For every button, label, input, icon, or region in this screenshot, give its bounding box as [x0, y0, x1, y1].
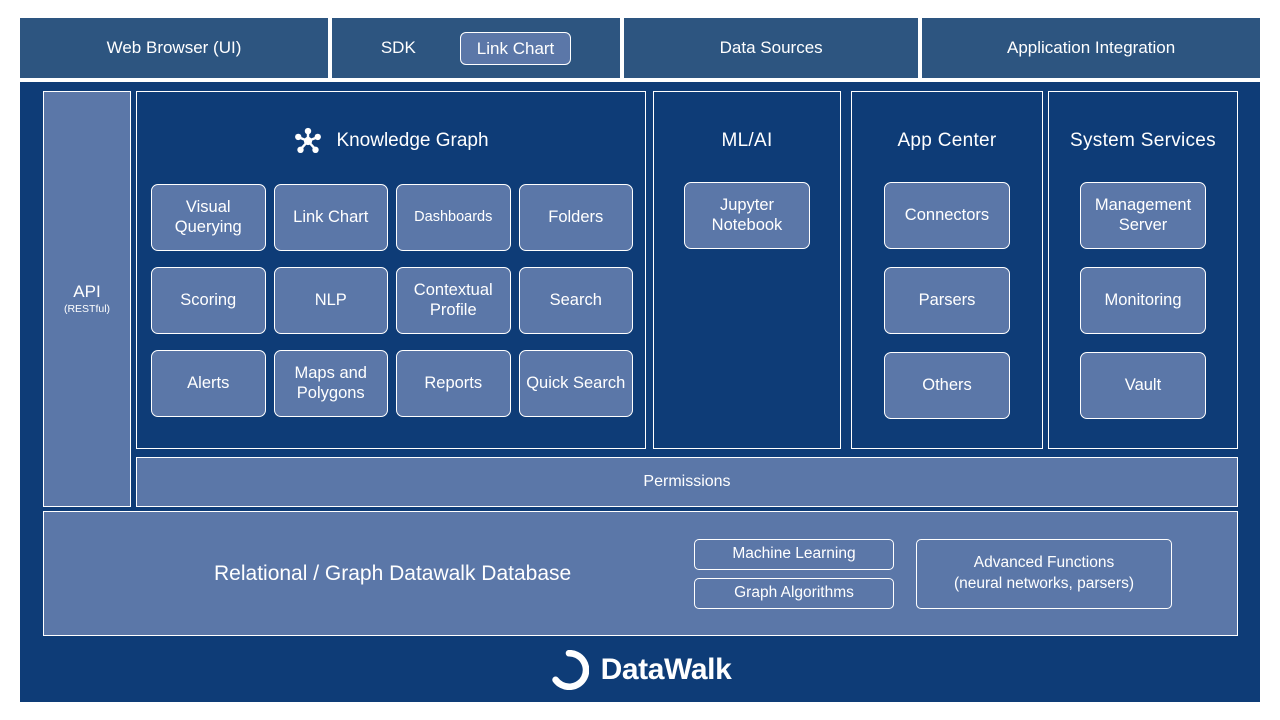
api-subtitle: (RESTful): [63, 303, 111, 316]
kg-tile-alerts[interactable]: Alerts: [151, 350, 266, 417]
app-tile-connectors[interactable]: Connectors: [884, 182, 1010, 249]
advanced-functions-line-1: Advanced Functions: [973, 554, 1115, 572]
db-box-advanced-functions[interactable]: Advanced Functions (neural networks, par…: [916, 538, 1172, 609]
brand-footer: DataWalk: [20, 649, 1260, 691]
kg-tile-quick-search[interactable]: Quick Search: [518, 350, 633, 417]
knowledge-graph-title: Knowledge Graph: [336, 130, 489, 151]
knowledge-graph-header: Knowledge Graph: [137, 126, 645, 156]
system-services-title: System Services: [1070, 130, 1216, 151]
top-panel-label: SDK: [380, 38, 416, 57]
app-tile-parsers[interactable]: Parsers: [884, 267, 1010, 334]
app-center-title: App Center: [897, 130, 997, 151]
top-panel-label: Application Integration: [1006, 38, 1176, 57]
link-chart-chip[interactable]: Link Chart: [459, 31, 572, 65]
knowledge-graph-node-icon: [293, 126, 323, 156]
knowledge-graph-tile-grid: Visual Querying Link Chart Dashboards Fo…: [151, 184, 633, 417]
datawalk-ring-logo-icon: [549, 649, 589, 691]
kg-tile-search[interactable]: Search: [518, 267, 633, 334]
datawalk-wordmark: DataWalk: [600, 653, 732, 686]
advanced-functions-line-2: (neural networks, parsers): [953, 574, 1135, 592]
app-center-panel: App Center Connectors Parsers Others: [851, 91, 1043, 449]
kg-tile-reports[interactable]: Reports: [396, 350, 511, 417]
kg-tile-folders[interactable]: Folders: [518, 184, 633, 251]
ml-ai-title: ML/AI: [721, 130, 773, 151]
top-panel-data-sources[interactable]: Data Sources: [624, 18, 919, 78]
top-panel-application-integration[interactable]: Application Integration: [922, 18, 1260, 78]
sys-tile-monitoring[interactable]: Monitoring: [1080, 267, 1206, 334]
knowledge-graph-panel: Knowledge Graph Visual Querying Link Cha…: [136, 91, 646, 449]
top-panel-web-browser-ui[interactable]: Web Browser (UI): [20, 18, 328, 78]
top-panel-label: Web Browser (UI): [106, 38, 242, 57]
database-panel: Relational / Graph Datawalk Database Mac…: [43, 511, 1238, 636]
system-services-tiles: Management Server Monitoring Vault: [1049, 182, 1237, 419]
database-function-stack: Machine Learning Graph Algorithms: [694, 538, 894, 609]
kg-tile-visual-querying[interactable]: Visual Querying: [151, 184, 266, 251]
top-panel-label: Data Sources: [719, 38, 823, 57]
api-title: API: [73, 281, 101, 301]
kg-tile-dashboards[interactable]: Dashboards: [396, 184, 511, 251]
app-center-tiles: Connectors Parsers Others: [852, 182, 1042, 419]
permissions-bar[interactable]: Permissions: [136, 457, 1238, 507]
app-tile-others[interactable]: Others: [884, 352, 1010, 419]
ml-ai-tiles: Jupyter Notebook: [654, 182, 840, 249]
permissions-label: Permissions: [643, 473, 731, 490]
sys-tile-vault[interactable]: Vault: [1080, 352, 1206, 419]
kg-tile-contextual-profile[interactable]: Contextual Profile: [396, 267, 511, 334]
top-panel-sdk[interactable]: SDK Link Chart: [332, 18, 621, 78]
db-box-graph-algorithms[interactable]: Graph Algorithms: [694, 577, 894, 609]
kg-tile-scoring[interactable]: Scoring: [151, 267, 266, 334]
api-column[interactable]: API (RESTful): [43, 91, 131, 507]
top-access-bar: Web Browser (UI) SDK Link Chart Data Sou…: [20, 18, 1260, 78]
ml-tile-jupyter-notebook[interactable]: Jupyter Notebook: [684, 182, 810, 249]
ml-ai-panel: ML/AI Jupyter Notebook: [653, 91, 841, 449]
db-box-machine-learning[interactable]: Machine Learning: [694, 538, 894, 570]
kg-tile-link-chart[interactable]: Link Chart: [273, 184, 388, 251]
database-title: Relational / Graph Datawalk Database: [214, 561, 572, 585]
system-services-panel: System Services Management Server Monito…: [1048, 91, 1238, 449]
kg-tile-nlp[interactable]: NLP: [273, 267, 388, 334]
sys-tile-management-server[interactable]: Management Server: [1080, 182, 1206, 249]
platform-body: API (RESTful): [20, 82, 1260, 702]
database-functions: Machine Learning Graph Algorithms Advanc…: [694, 538, 1172, 609]
kg-tile-maps-and-polygons[interactable]: Maps and Polygons: [273, 350, 388, 417]
